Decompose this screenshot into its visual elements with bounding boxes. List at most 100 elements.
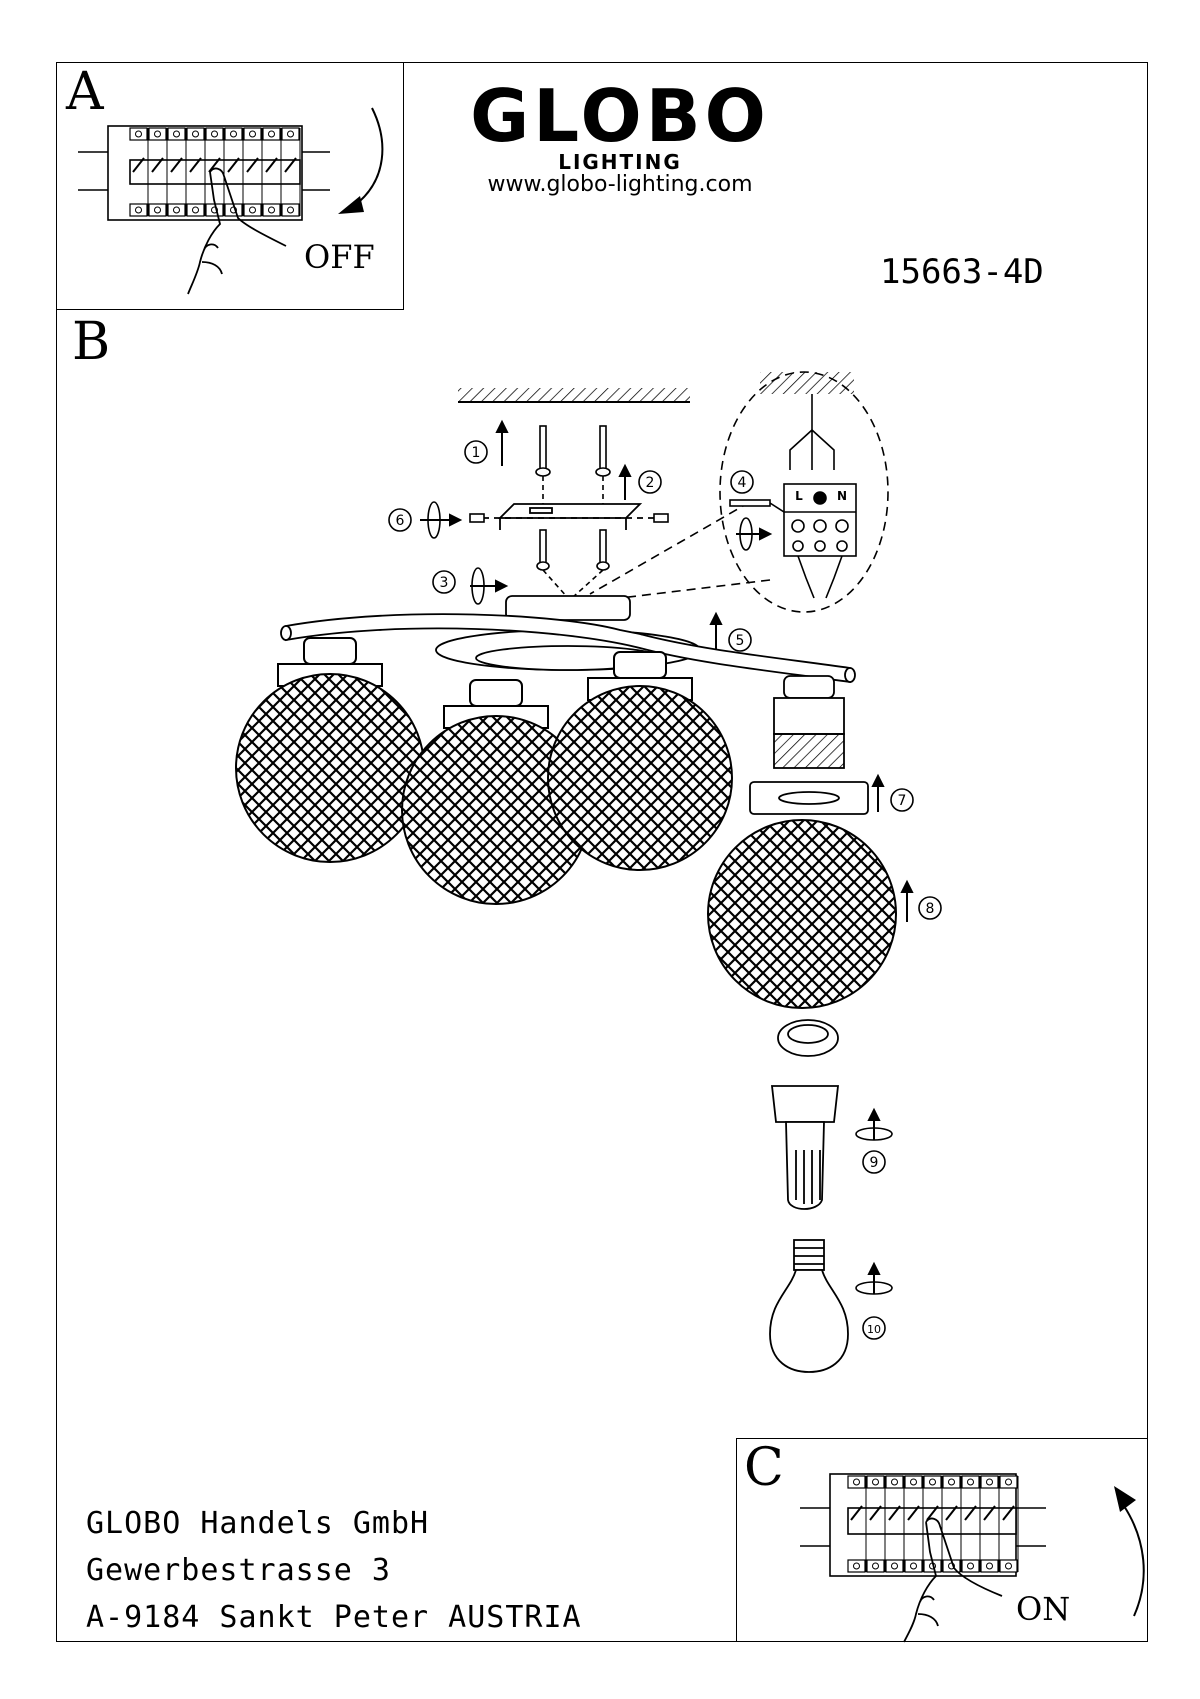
screw-head-icon	[872, 1562, 879, 1570]
terminal-screw-icon	[205, 127, 224, 141]
screw-head-icon	[249, 206, 256, 214]
switch-lever-icon	[1002, 1505, 1015, 1521]
screw-head-icon	[192, 206, 199, 214]
screw-head-icon	[287, 130, 294, 138]
screw-head-icon	[192, 130, 199, 138]
terminal-screw-icon	[847, 1475, 866, 1489]
terminal-screw-icon	[847, 1559, 866, 1573]
mounting-bracket	[472, 503, 660, 530]
terminal-screw-icon	[243, 203, 262, 217]
screw-head-icon	[891, 1478, 898, 1486]
bracket-screws	[469, 513, 669, 599]
ceiling-screws	[535, 425, 611, 510]
terminal-screw-icon	[186, 127, 205, 141]
off-arrow-icon	[353, 107, 384, 207]
terminal-screw-icon	[262, 127, 281, 141]
screw-head-icon	[135, 206, 142, 214]
screw-head-icon	[268, 206, 275, 214]
on-arrowhead-icon	[1114, 1486, 1136, 1512]
switch-lever-icon	[983, 1505, 996, 1521]
screw-head-icon	[929, 1478, 936, 1486]
step-circle	[730, 470, 754, 494]
panel-a-box	[56, 62, 404, 310]
terminal-screw-icon	[167, 127, 186, 141]
terminal-screw-icon	[923, 1475, 942, 1489]
screw-head-icon	[173, 130, 180, 138]
on-arrow-icon	[1123, 1505, 1145, 1617]
screw-head-icon	[872, 1478, 879, 1486]
terminal-n-label: N	[837, 489, 847, 503]
terminal-screw-icon	[129, 127, 148, 141]
step-circle	[862, 1316, 886, 1340]
screw-head-icon	[910, 1478, 917, 1486]
retaining-ring	[777, 1019, 839, 1057]
shade-ring	[749, 781, 869, 815]
panel-b-letter: B	[72, 312, 111, 372]
terminal-screw-icon	[904, 1475, 923, 1489]
switch-lever-icon	[888, 1505, 901, 1521]
address-line-1: GLOBO Handels GmbH	[86, 1506, 430, 1541]
step-number: 7	[898, 793, 907, 809]
wiring-detail	[589, 371, 889, 613]
breaker-modules-c	[847, 1475, 1019, 1573]
terminal-screw-icon	[148, 203, 167, 217]
terminal-screw-icon	[205, 203, 224, 217]
screw-head-icon	[1005, 1562, 1012, 1570]
step-circle	[464, 440, 488, 464]
screw-head-icon	[173, 206, 180, 214]
screw-head-icon	[853, 1562, 860, 1570]
screw-head-icon	[967, 1562, 974, 1570]
address-line-2: Gewerbestrasse 3	[86, 1553, 391, 1588]
off-label: OFF	[304, 238, 375, 276]
screw-head-icon	[249, 130, 256, 138]
step-number: 5	[736, 633, 745, 649]
step-circle	[638, 470, 662, 494]
terminal-screw-icon	[866, 1475, 885, 1489]
terminal-screw-icon	[129, 203, 148, 217]
step-circle	[890, 788, 914, 812]
screw-head-icon	[853, 1478, 860, 1486]
logo-sub: LIGHTING	[558, 150, 682, 174]
terminal-screw-icon	[281, 127, 300, 141]
terminal-screw-icon	[866, 1559, 885, 1573]
terminal-screw-icon	[224, 127, 243, 141]
screw-head-icon	[154, 206, 161, 214]
switch-lever-icon	[132, 157, 145, 173]
step-number: 8	[926, 901, 935, 917]
screw-head-icon	[135, 130, 142, 138]
hand-icon	[187, 167, 287, 295]
lamp-globe-4	[707, 819, 897, 1009]
panel-c-letter: C	[744, 1438, 784, 1498]
screw-head-icon	[230, 130, 237, 138]
terminal-screw-icon	[904, 1559, 923, 1573]
screw-head-icon	[211, 206, 218, 214]
switch-lever-icon	[246, 157, 259, 173]
terminal-screw-icon	[186, 203, 205, 217]
step-circle	[918, 896, 942, 920]
step-number: 9	[870, 1155, 879, 1171]
step-circle	[388, 508, 412, 532]
screw-head-icon	[211, 130, 218, 138]
light-bulb-icon	[769, 1239, 849, 1373]
switch-lever-icon	[265, 157, 278, 173]
terminal-screw-icon	[148, 127, 167, 141]
switch-lever-icon	[227, 157, 240, 173]
rotation-icons	[427, 501, 893, 1295]
terminal-l-label: L	[795, 489, 803, 503]
switch-lever-icon	[945, 1505, 958, 1521]
terminal-screw-icon	[999, 1559, 1018, 1573]
page-border	[56, 62, 1148, 1642]
terminal-screw-icon	[262, 203, 281, 217]
terminal-screw-icon	[885, 1559, 904, 1573]
company-address: GLOBO Handels GmbH Gewerbestrasse 3 A-91…	[86, 1500, 582, 1641]
screw-head-icon	[154, 130, 161, 138]
step-circle	[862, 1150, 886, 1174]
hand-icon	[903, 1517, 1003, 1643]
screw-head-icon	[967, 1478, 974, 1486]
switch-lever-icon	[850, 1505, 863, 1521]
switch-lever-icon	[189, 157, 202, 173]
terminal-screw-icon	[999, 1475, 1018, 1489]
screw-head-icon	[910, 1562, 917, 1570]
step-number: 2	[646, 475, 655, 491]
